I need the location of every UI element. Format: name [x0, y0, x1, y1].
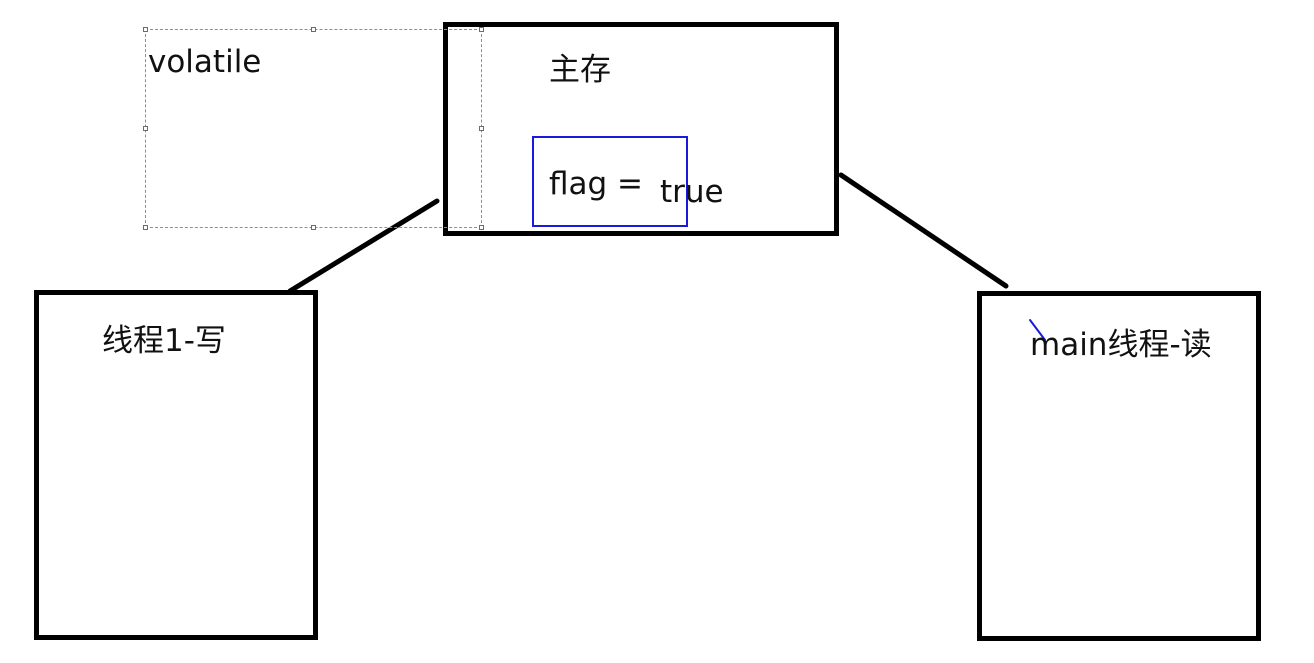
flag-value: true — [660, 174, 724, 210]
resize-handle-top-right[interactable] — [479, 27, 484, 32]
resize-handle-bottom-middle[interactable] — [311, 225, 316, 230]
thread-read-box[interactable] — [977, 291, 1261, 641]
resize-handle-bottom-right[interactable] — [479, 225, 484, 230]
main-memory-title: 主存 — [549, 52, 611, 88]
cursor-mark — [1029, 319, 1046, 341]
resize-handle-middle-left[interactable] — [143, 126, 148, 131]
thread-read-title: main线程-读 — [1030, 327, 1212, 363]
resize-handle-top-middle[interactable] — [311, 27, 316, 32]
resize-handle-bottom-left[interactable] — [143, 225, 148, 230]
flag-variable-box[interactable] — [532, 136, 688, 227]
resize-handle-middle-right[interactable] — [479, 126, 484, 131]
resize-handle-top-left[interactable] — [143, 27, 148, 32]
thread-write-title: 线程1-写 — [102, 323, 226, 359]
connector-main-memory-to-thread-read — [838, 172, 1009, 289]
volatile-label: volatile — [148, 44, 262, 80]
flag-label: flag = — [549, 166, 644, 202]
thread-write-box[interactable] — [34, 290, 318, 640]
main-memory-box[interactable] — [443, 22, 839, 236]
connector-main-memory-to-thread-write — [287, 198, 440, 294]
